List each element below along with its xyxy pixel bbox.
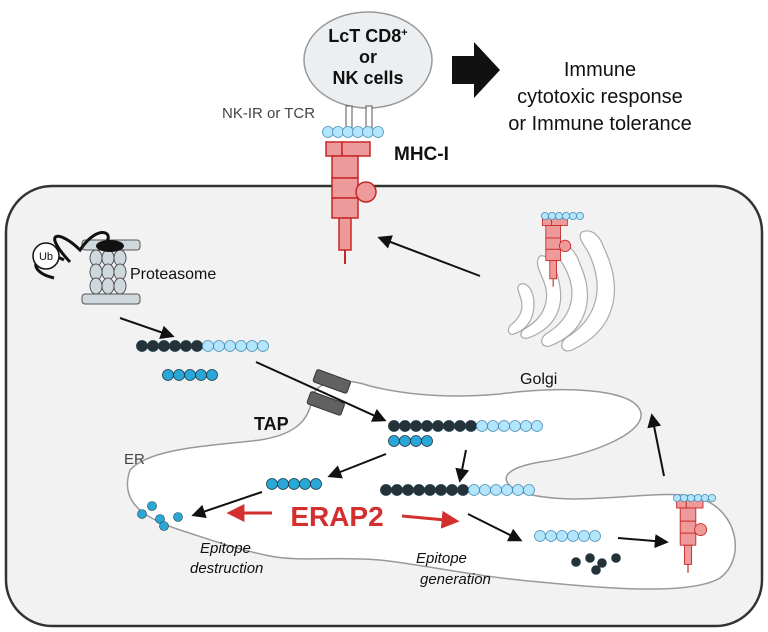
erap2-label: ERAP2 bbox=[290, 501, 383, 532]
ubiquitin-tag bbox=[32, 242, 60, 270]
peptide-er-short bbox=[388, 435, 433, 447]
immune-cell-line3: NK cells bbox=[332, 68, 403, 88]
peptide-golgi bbox=[541, 211, 585, 220]
generation-line1: Epitope bbox=[416, 550, 467, 567]
peptide-er-long bbox=[388, 420, 543, 432]
peptides bbox=[136, 126, 717, 575]
erap2-arrows bbox=[226, 504, 460, 529]
tap-transporter bbox=[306, 369, 351, 416]
destruction-line2: destruction bbox=[190, 560, 263, 577]
destruction-line1: Epitope bbox=[200, 540, 251, 557]
outcome-arrow bbox=[452, 42, 500, 98]
ubiquitin-label: Ub bbox=[39, 251, 53, 263]
peptide-generated-epitope bbox=[534, 530, 601, 542]
peptide-trimming-generation bbox=[380, 484, 535, 496]
golgi-label: Golgi bbox=[520, 371, 557, 388]
peptide-cytosol-long bbox=[136, 340, 269, 352]
generation-line2: generation bbox=[420, 571, 491, 588]
er-label: ER bbox=[124, 451, 145, 468]
proteasome-label: Proteasome bbox=[130, 266, 216, 283]
peptide-fragments-generation bbox=[571, 553, 621, 575]
peptide-trimming-destruction bbox=[266, 478, 322, 490]
pathway-arrows bbox=[119, 235, 669, 549]
outcome-line2: cytotoxic response bbox=[517, 86, 683, 108]
peptide-er-mhc bbox=[673, 493, 717, 502]
tap-label: TAP bbox=[254, 414, 289, 434]
outcome-line1: Immune bbox=[564, 59, 636, 81]
immune-cell-line1: LcT CD8+ bbox=[328, 26, 407, 46]
peptide-surface bbox=[322, 126, 384, 138]
immune-cell-line2: or bbox=[359, 47, 377, 67]
mhc-label: MHC-I bbox=[394, 144, 449, 165]
peptide-cytosol-short bbox=[162, 369, 218, 381]
receptor-label: NK-IR or TCR bbox=[222, 105, 315, 122]
peptide-fragments-destroyed bbox=[137, 501, 183, 531]
outcome-line3: or Immune tolerance bbox=[508, 113, 691, 135]
